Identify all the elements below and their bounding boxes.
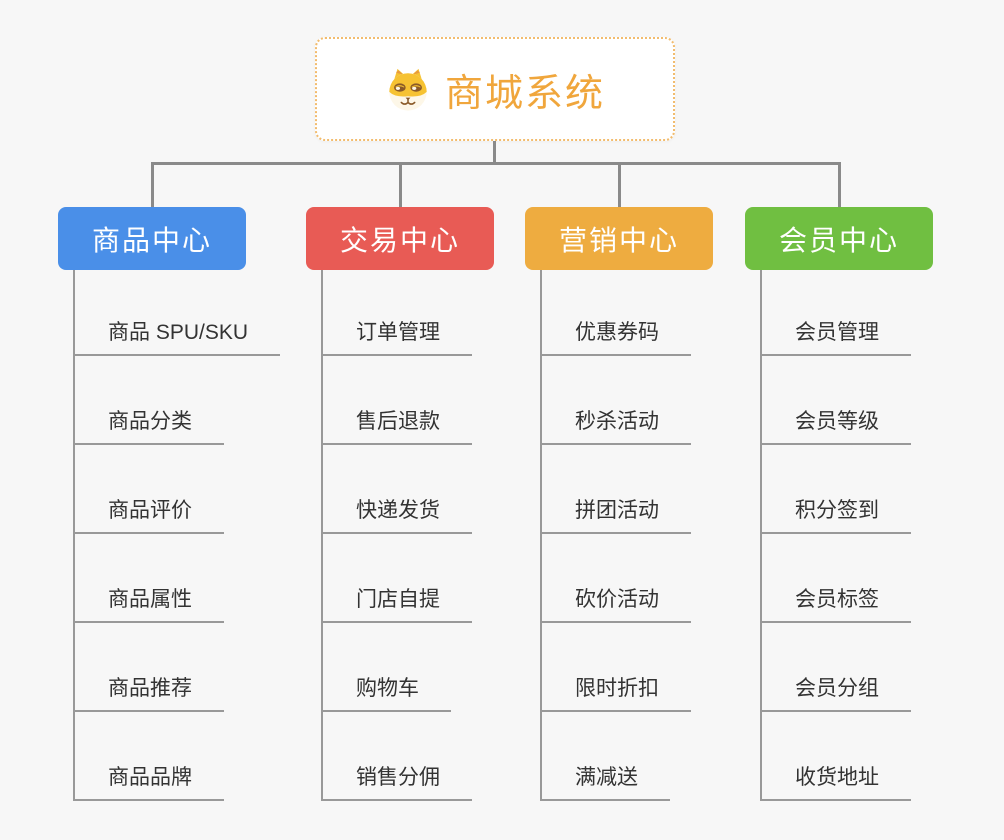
branch-node-1[interactable]: 交易中心 [306,207,494,270]
child-node[interactable]: 购物车 [321,623,451,712]
branch-spine-line-2 [540,270,542,801]
branch-node-0[interactable]: 商品中心 [58,207,246,270]
branch-children-0: 商品 SPU/SKU 商品分类商品评价商品属性商品推荐商品品牌 [73,267,281,801]
branch-node-2[interactable]: 营销中心 [525,207,713,270]
child-node[interactable]: 砍价活动 [540,534,691,623]
branch-spine-line-0 [73,270,75,801]
branch-label: 商品中心 [91,224,212,256]
child-label: 商品品牌 [108,765,192,789]
branch-children-3: 会员管理会员等级积分签到会员标签会员分组收货地址 [760,267,911,801]
child-label: 会员管理 [795,320,879,344]
child-node[interactable]: 拼团活动 [540,445,691,534]
child-label: 商品分类 [108,409,192,433]
child-node[interactable]: 商品推荐 [73,623,224,712]
child-node[interactable]: 快递发货 [321,445,472,534]
child-label: 商品属性 [108,587,192,611]
child-label: 快递发货 [356,498,440,522]
child-node[interactable]: 商品评价 [73,445,224,534]
child-label: 商品 SPU/SKU [108,320,249,344]
child-node[interactable]: 订单管理 [321,267,472,356]
child-node[interactable]: 会员管理 [760,267,911,356]
branch-children-2: 优惠券码秒杀活动拼团活动砍价活动限时折扣满减送 [540,267,691,801]
child-label: 限时折扣 [575,676,659,700]
horizontal-connector-line [151,162,841,165]
child-label: 积分签到 [795,498,879,522]
child-label: 优惠券码 [575,320,659,344]
branch-drop-line-1 [399,162,402,207]
child-label: 收货地址 [795,765,879,789]
child-node[interactable]: 会员等级 [760,356,911,445]
child-node[interactable]: 商品分类 [73,356,224,445]
branch-node-3[interactable]: 会员中心 [745,207,933,270]
child-node[interactable]: 商品属性 [73,534,224,623]
child-label: 商品评价 [108,498,192,522]
child-label: 门店自提 [356,587,440,611]
branch-spine-line-3 [760,270,762,801]
child-label: 订单管理 [356,320,440,344]
child-node[interactable]: 积分签到 [760,445,911,534]
root-title: 商城系统 [444,72,605,115]
child-node[interactable]: 售后退款 [321,356,472,445]
child-node[interactable]: 会员分组 [760,623,911,712]
branch-label: 营销中心 [558,224,679,256]
child-label: 满减送 [575,765,638,789]
child-label: 会员标签 [795,587,879,611]
root-node[interactable]: 商城系统 [315,37,675,141]
child-label: 拼团活动 [575,498,659,522]
child-node[interactable]: 满减送 [540,712,670,801]
child-label: 会员分组 [795,676,879,700]
child-label: 购物车 [356,676,419,700]
child-label: 会员等级 [795,409,879,433]
child-label: 销售分佣 [356,765,440,789]
branch-drop-line-0 [151,162,154,207]
branch-drop-line-2 [618,162,621,207]
child-label: 砍价活动 [575,587,659,611]
child-node[interactable]: 秒杀活动 [540,356,691,445]
branch-label: 交易中心 [339,224,460,256]
branch-drop-line-3 [838,162,841,207]
child-label: 售后退款 [356,409,440,433]
branch-label: 会员中心 [778,224,899,256]
root-stem-line [493,141,496,165]
child-node[interactable]: 销售分佣 [321,712,472,801]
dog-face-icon [385,66,431,112]
child-node[interactable]: 门店自提 [321,534,472,623]
branch-spine-line-1 [321,270,323,801]
child-label: 秒杀活动 [575,409,659,433]
branch-children-1: 订单管理售后退款快递发货门店自提购物车销售分佣 [321,267,472,801]
child-node[interactable]: 商品 SPU/SKU [73,267,281,356]
child-node[interactable]: 限时折扣 [540,623,691,712]
child-node[interactable]: 商品品牌 [73,712,224,801]
child-label: 商品推荐 [108,676,192,700]
child-node[interactable]: 会员标签 [760,534,911,623]
child-node[interactable]: 优惠券码 [540,267,691,356]
child-node[interactable]: 收货地址 [760,712,911,801]
